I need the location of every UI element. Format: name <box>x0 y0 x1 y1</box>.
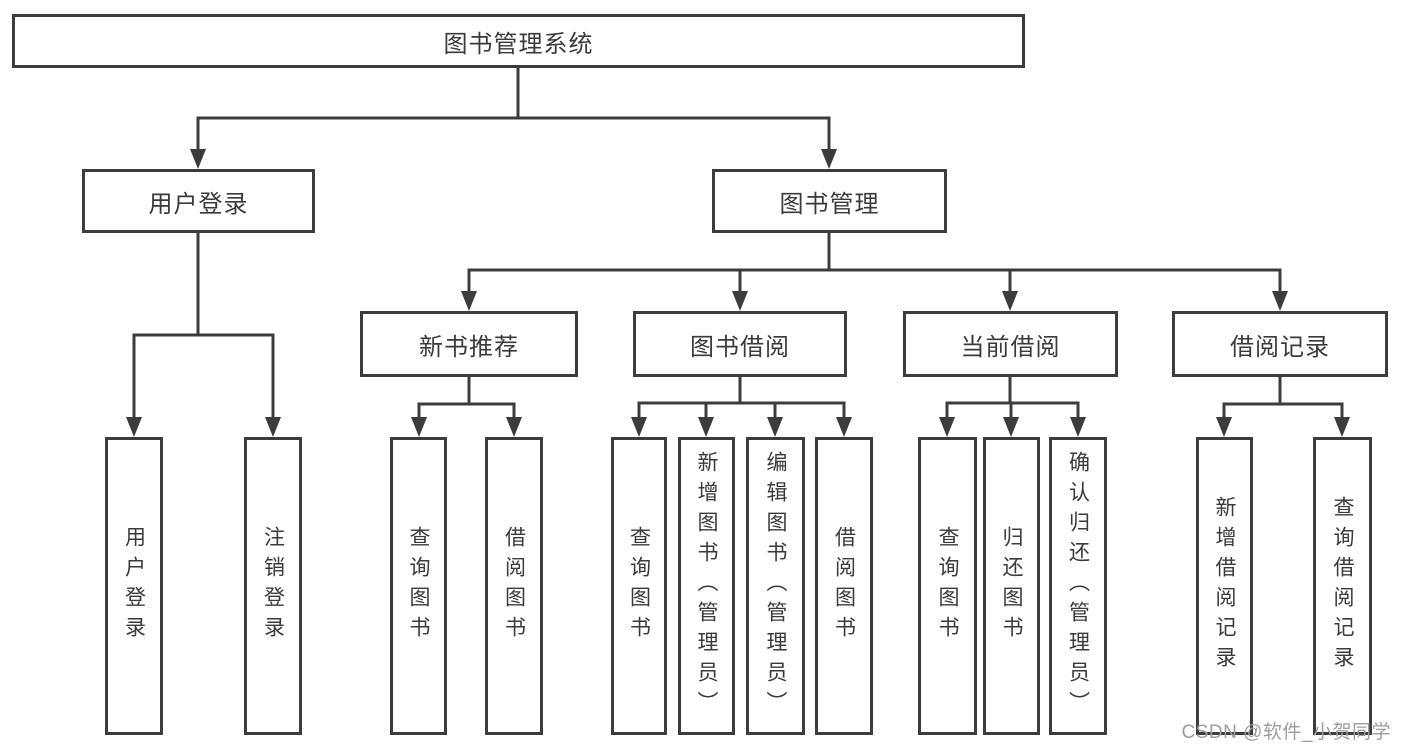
connector-root-to-level2 <box>190 67 837 169</box>
node-user-login: 用户登录 <box>82 169 315 233</box>
leaf-query-books-2-label: 查询图书 <box>627 526 651 646</box>
node-borrow-records: 借阅记录 <box>1172 311 1388 377</box>
leaf-add-borrow-record-label: 新增借阅记录 <box>1213 496 1236 676</box>
leaf-borrow-books-2: 借阅图书 <box>815 437 873 735</box>
leaf-query-books-1-label: 查询图书 <box>407 526 430 646</box>
node-new-book-recommend: 新书推荐 <box>360 311 578 377</box>
leaf-query-borrow-record-label: 查询借阅记录 <box>1331 496 1354 676</box>
node-book-management: 图书管理 <box>712 169 947 233</box>
connector-book-borrow-children <box>631 377 852 437</box>
leaf-borrow-books-1-label: 借阅图书 <box>502 526 526 646</box>
leaf-confirm-return-admin: 确认归还（管理员） <box>1049 437 1107 735</box>
node-book-management-label: 图书管理 <box>779 190 880 218</box>
connector-book-management-children <box>461 233 1288 311</box>
node-book-borrow-label: 图书借阅 <box>690 333 790 361</box>
leaf-add-books-admin-label: 新增图书（管理员） <box>695 451 718 721</box>
leaf-borrow-books-1: 借阅图书 <box>485 437 543 735</box>
node-root-label: 图书管理系统 <box>443 30 594 58</box>
leaf-logout-label: 注销登录 <box>261 526 285 646</box>
connector-borrow-records-children <box>1216 377 1350 437</box>
watermark: CSDN @软件_小贺同学 <box>1181 722 1391 743</box>
leaf-return-books-label: 归还图书 <box>1000 526 1023 646</box>
node-user-login-label: 用户登录 <box>148 190 249 218</box>
connector-user-login-children <box>126 233 281 437</box>
leaf-query-books-3-label: 查询图书 <box>936 526 959 646</box>
leaf-query-borrow-record: 查询借阅记录 <box>1313 437 1372 735</box>
leaf-add-books-admin: 新增图书（管理员） <box>678 437 735 735</box>
leaf-add-borrow-record: 新增借阅记录 <box>1196 437 1253 735</box>
leaf-query-books-1: 查询图书 <box>390 437 447 735</box>
node-current-borrow-label: 当前借阅 <box>960 333 1061 361</box>
leaf-confirm-return-admin-label: 确认归还（管理员） <box>1066 451 1090 721</box>
node-borrow-records-label: 借阅记录 <box>1230 333 1330 361</box>
connector-current-borrow-children <box>939 377 1086 437</box>
leaf-query-books-2: 查询图书 <box>611 437 667 735</box>
leaf-user-login: 用户登录 <box>105 437 163 735</box>
leaf-user-login-label: 用户登录 <box>122 526 146 646</box>
connector-new-book-recommend-children <box>411 377 522 437</box>
node-book-borrow: 图书借阅 <box>633 311 847 377</box>
leaf-edit-books-admin-label: 编辑图书（管理员） <box>764 451 787 721</box>
leaf-query-books-3: 查询图书 <box>918 437 977 735</box>
leaf-logout: 注销登录 <box>244 437 302 735</box>
leaf-edit-books-admin: 编辑图书（管理员） <box>746 437 805 735</box>
node-root: 图书管理系统 <box>12 14 1025 68</box>
leaf-borrow-books-2-label: 借阅图书 <box>832 526 856 646</box>
node-new-book-recommend-label: 新书推荐 <box>419 333 519 361</box>
leaf-return-books: 归还图书 <box>983 437 1040 735</box>
node-current-borrow: 当前借阅 <box>903 311 1118 377</box>
